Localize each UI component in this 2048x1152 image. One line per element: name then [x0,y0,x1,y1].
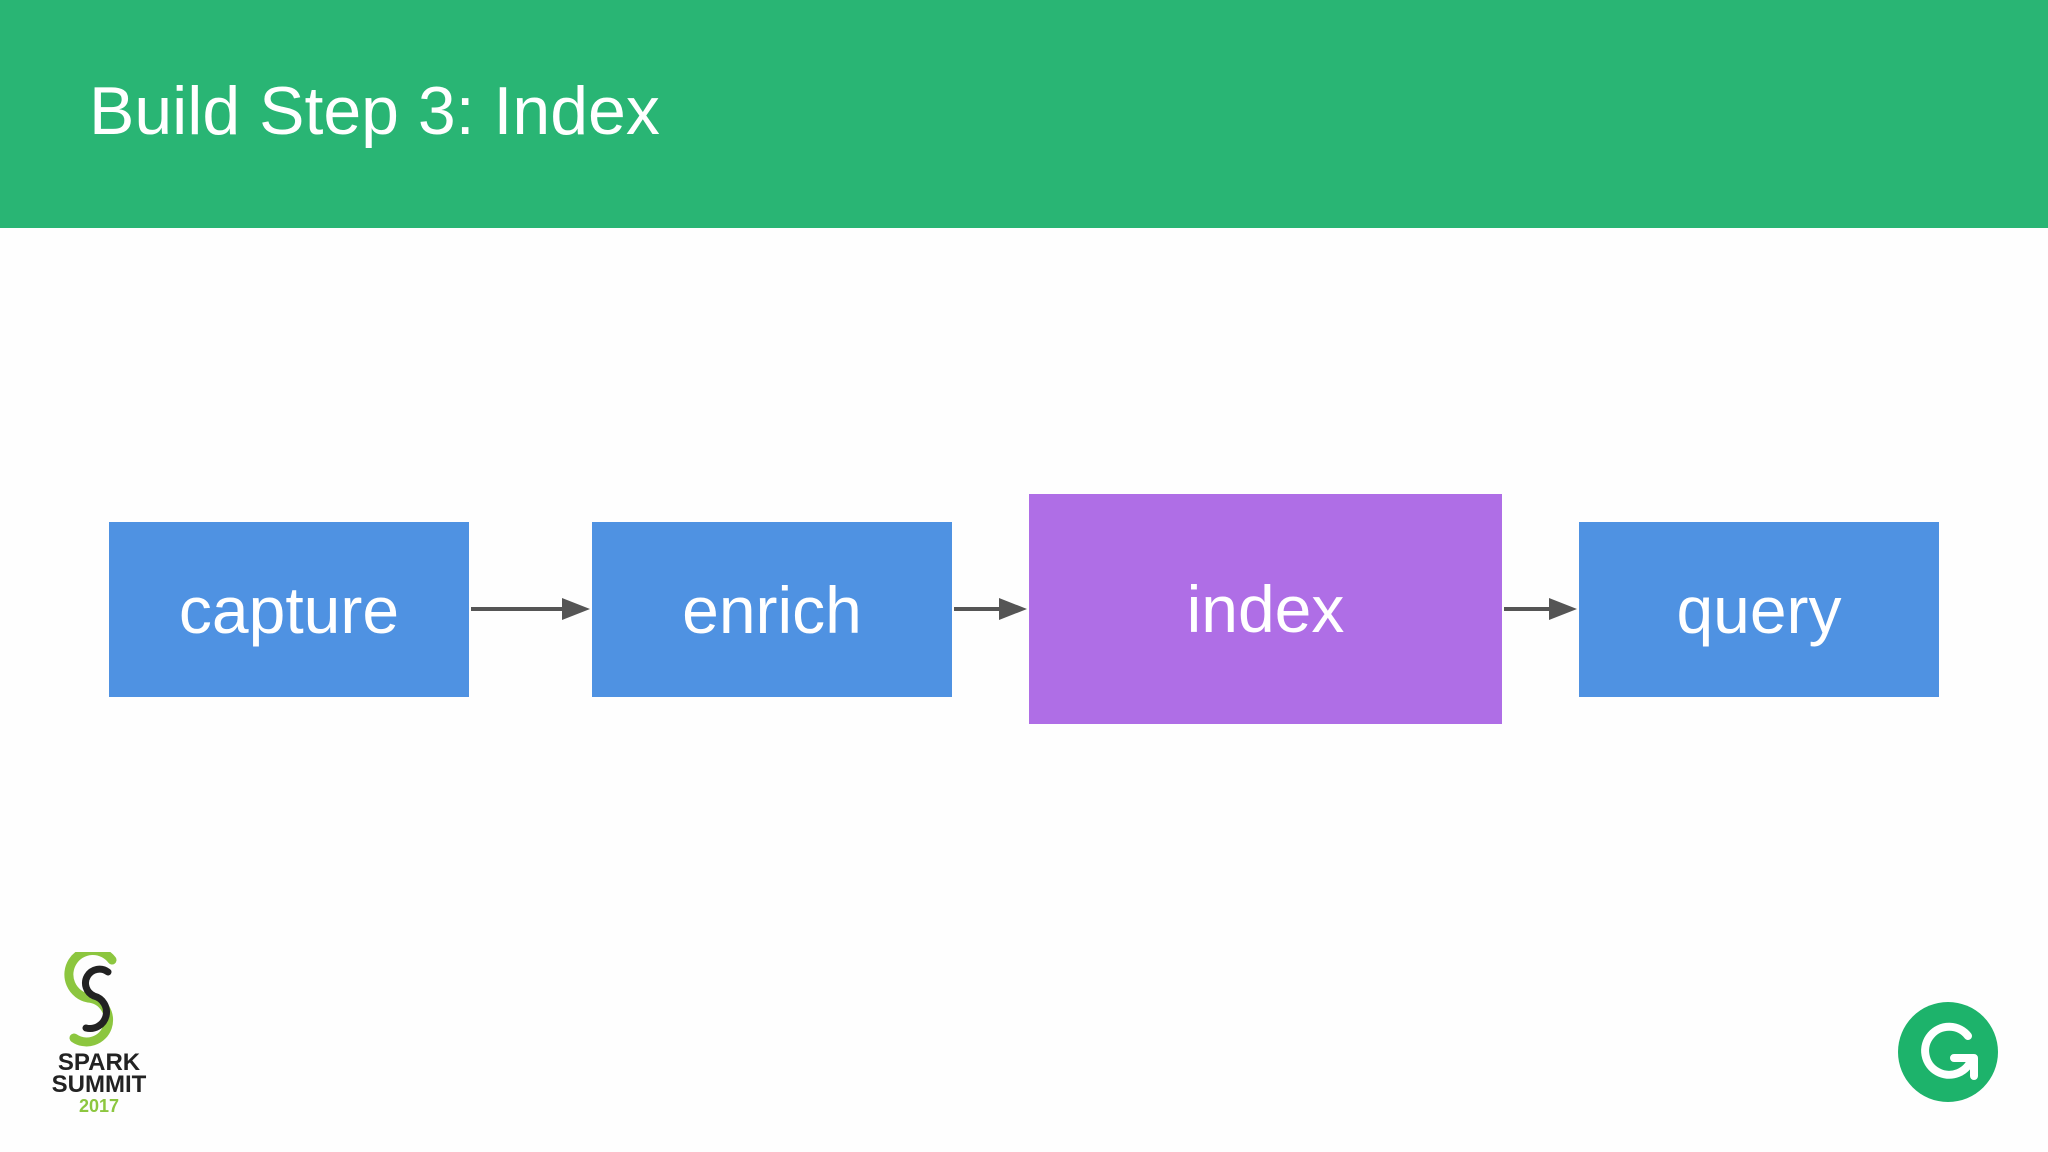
step-query-label: query [1676,572,1842,647]
spark-summit-logo-icon [64,952,117,1047]
step-enrich-label: enrich [682,572,862,647]
title-bar: Build Step 3: Index [0,0,2048,228]
step-index-label: index [1186,572,1345,646]
slide-title: Build Step 3: Index [89,73,660,149]
step-capture: capture [109,522,469,697]
step-enrich: enrich [592,522,952,697]
step-index-highlighted: index [1029,494,1502,724]
logo-text-spark: SPARK [57,1049,141,1076]
grammarly-g-icon[interactable] [1898,1002,1998,1102]
step-query: query [1579,522,1939,697]
logo-text-year: 2017 [78,1096,120,1116]
logo-text-summit: SUMMIT [51,1071,147,1098]
arrow-enrich-to-index [954,598,1027,620]
step-capture-label: capture [178,572,400,647]
spark-summit-logo: SPARK SUMMIT 2017 [44,952,154,1122]
arrow-capture-to-enrich [471,598,590,620]
arrow-index-to-query [1504,598,1577,620]
g-glyph-icon [1921,1022,1978,1080]
